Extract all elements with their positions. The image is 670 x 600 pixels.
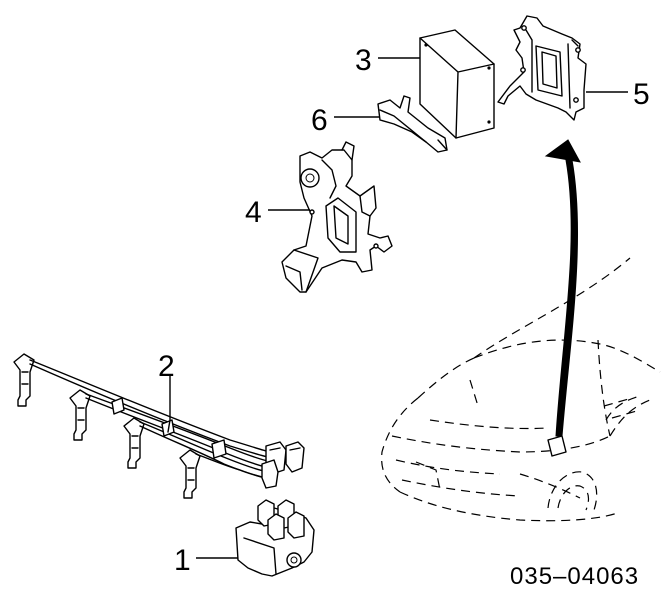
spark-plug-wire-set [13,353,305,499]
plug-boot [123,417,145,469]
figure-code: 035–04063 [510,563,639,590]
callout-1: 1 [174,544,191,577]
vehicle-front-outline [381,257,661,522]
location-arrow [544,139,581,437]
control-unit-box [419,29,495,139]
callout-3: 3 [355,44,372,77]
plug-boot [13,353,35,407]
leader-line-2 [167,375,171,433]
plug-boot [69,389,91,441]
coil-end-boots [261,441,305,489]
ignition-coil [235,499,315,577]
callout-5: 5 [633,78,650,111]
callout-4: 4 [245,196,262,229]
unit-mounting-bracket [377,95,448,153]
callout-6: 6 [311,104,328,137]
frame-bracket [497,15,587,121]
sensor-mounting-bracket [281,141,393,293]
callout-2: 2 [158,350,175,383]
plug-boot [179,449,201,499]
